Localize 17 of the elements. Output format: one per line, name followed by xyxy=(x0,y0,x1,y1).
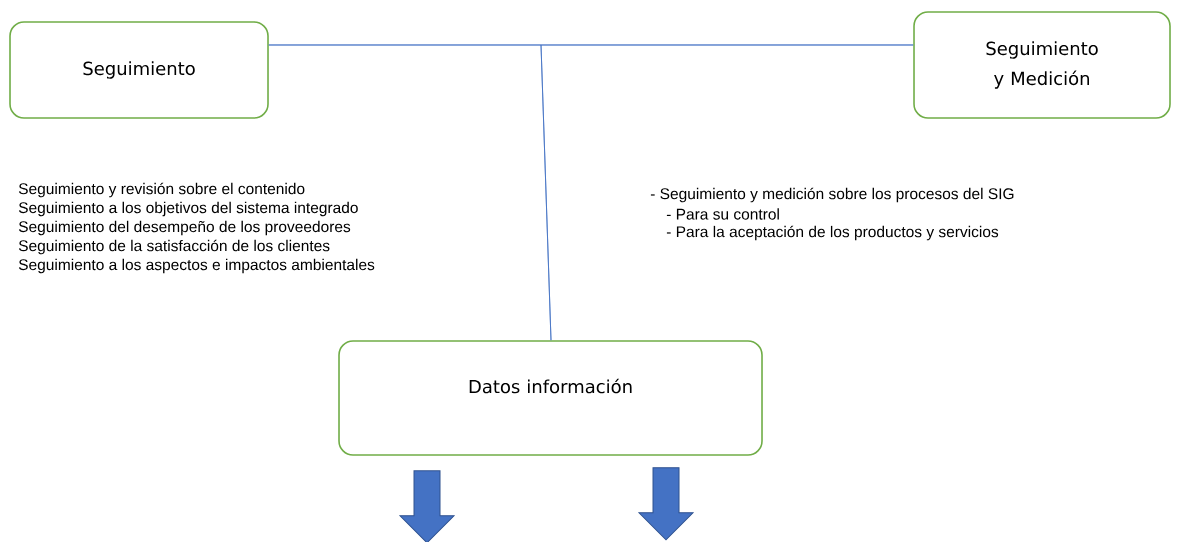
box-label: Seguimiento y Medición xyxy=(986,41,1098,89)
list-item: Seguimiento del desempeño de los proveedores xyxy=(18,220,351,236)
process-box xyxy=(338,340,763,456)
connector-line xyxy=(540,44,914,341)
list-item: - Para su control xyxy=(666,208,779,220)
box-label: Seguimiento xyxy=(83,61,195,79)
process-box xyxy=(9,21,269,119)
list-item: - Para la aceptación de los productos y servicios xyxy=(666,225,999,241)
list-item: Seguimiento a los objetivos del sistema integrado xyxy=(18,201,358,217)
list-item: Seguimiento de la satisfacción de los clientes xyxy=(18,239,330,255)
list-item: - Seguimiento y medición sobre los procesos del SIG xyxy=(650,187,1014,203)
process-box xyxy=(913,11,1171,119)
block-arrow xyxy=(399,470,455,542)
list-item: Seguimiento a los aspectos e impactos ambientales xyxy=(18,258,375,274)
block-arrow xyxy=(638,467,694,541)
box-label: Datos información xyxy=(469,378,632,394)
list-item: Seguimiento y revisión sobre el contenido xyxy=(18,182,305,198)
